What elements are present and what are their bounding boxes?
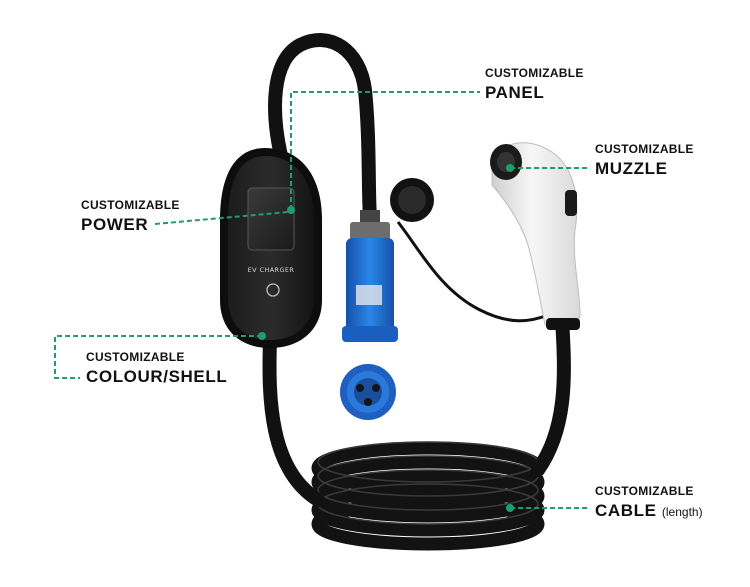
charger-button bbox=[266, 283, 280, 297]
charger-screen bbox=[247, 187, 295, 251]
cable-loop bbox=[268, 33, 377, 225]
callout-power: CUSTOMIZABLE POWER bbox=[81, 199, 180, 233]
cable-dot bbox=[506, 504, 514, 512]
callout-muzzle-line2: MUZZLE bbox=[595, 159, 668, 178]
callout-colour-shell: CUSTOMIZABLE COLOUR/SHELL bbox=[86, 351, 227, 385]
charger-control-box: EV CHARGER bbox=[220, 148, 322, 348]
panel-dot bbox=[287, 206, 295, 214]
callout-muzzle: CUSTOMIZABLE MUZZLE bbox=[595, 143, 694, 177]
blue-industrial-plug bbox=[342, 210, 398, 342]
callout-cable-line2-wrap: CABLE (length) bbox=[595, 502, 703, 519]
callout-lines bbox=[54, 91, 590, 509]
plug-cap bbox=[390, 178, 549, 323]
shell-leader bbox=[54, 335, 262, 379]
callout-cable-note: (length) bbox=[661, 505, 703, 519]
callout-colour-shell-line1: CUSTOMIZABLE bbox=[86, 350, 185, 364]
callout-cable: CUSTOMIZABLE CABLE (length) bbox=[595, 485, 703, 519]
plug-face bbox=[340, 364, 396, 420]
coiled-cable bbox=[311, 441, 545, 551]
charger-screen-label: EV CHARGER bbox=[248, 266, 295, 274]
callout-panel: CUSTOMIZABLE PANEL bbox=[485, 67, 584, 101]
ev-connector bbox=[490, 142, 581, 330]
callout-panel-line1: CUSTOMIZABLE bbox=[485, 66, 584, 80]
power-leader bbox=[154, 211, 289, 225]
muzzle-dot bbox=[506, 164, 514, 172]
callout-colour-shell-line2: COLOUR/SHELL bbox=[86, 367, 228, 386]
callout-dots bbox=[258, 164, 514, 512]
callout-cable-line2: CABLE bbox=[595, 501, 657, 520]
callout-muzzle-line1: CUSTOMIZABLE bbox=[595, 142, 694, 156]
callout-power-line2: POWER bbox=[81, 215, 149, 234]
callout-panel-line2: PANEL bbox=[485, 83, 545, 102]
cable-lower-right bbox=[531, 313, 571, 477]
panel-leader bbox=[290, 91, 480, 210]
cable-lower-left bbox=[262, 333, 325, 507]
shell-dot bbox=[258, 332, 266, 340]
callout-power-line1: CUSTOMIZABLE bbox=[81, 198, 180, 212]
callout-cable-line1: CUSTOMIZABLE bbox=[595, 484, 694, 498]
